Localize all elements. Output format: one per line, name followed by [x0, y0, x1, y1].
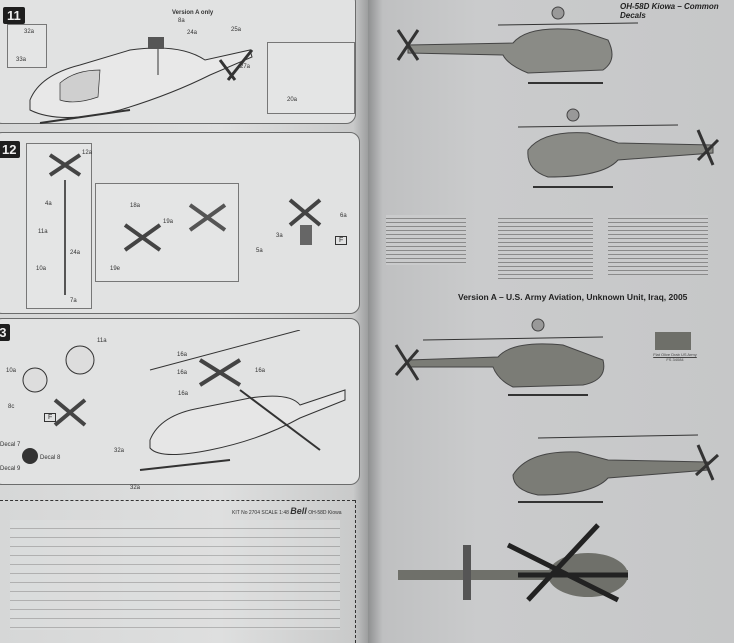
part-label: 12a: [82, 150, 93, 156]
kit-info: KIT No 2704 SCALE 1:48 Bell OH-58D Kiowa: [232, 506, 342, 516]
marker-f: F: [44, 413, 57, 422]
instruction-text-block: [498, 215, 593, 280]
part-label: 32a: [130, 485, 141, 491]
part-label: 16a: [177, 370, 188, 376]
helicopter-profile-side: [396, 6, 639, 84]
cut-line: [0, 500, 355, 501]
helicopter-drawing: [22, 330, 346, 471]
part-label: 8c: [8, 404, 15, 410]
kit-number: KIT No 2704: [232, 510, 260, 516]
part-label: 32a: [24, 29, 35, 35]
step-13-panel: [0, 318, 360, 485]
helicopter-drawing: [29, 37, 254, 124]
helicopter-profile-side: [394, 318, 605, 396]
rotor-inset: [26, 143, 92, 309]
part-label: 18a: [130, 203, 141, 209]
part-label: 24a: [70, 250, 81, 256]
part-label: 3a: [276, 233, 283, 239]
part-label: 19a: [163, 219, 174, 225]
part-label: 16a: [178, 391, 189, 397]
step-number: 12: [0, 141, 21, 158]
part-label: 10a: [6, 368, 17, 374]
decal-label: Decal 9: [0, 466, 21, 472]
paint-name: Flat Olive Drab US Army: [653, 352, 697, 357]
tail-inset: [267, 42, 355, 114]
part-label: 5a: [256, 248, 263, 254]
version-note: Version A only: [172, 10, 214, 16]
kit-model: OH-58D Kiowa: [308, 510, 342, 516]
part-label: 11a: [38, 229, 48, 235]
instruction-page: 11 32a 33a Version A only 8a 24a 25a 27a…: [0, 0, 368, 643]
part-label: 6a: [340, 213, 347, 219]
paint-code: FS 34084: [666, 357, 684, 362]
part-label: 20a: [287, 97, 298, 103]
helicopter-profile-side: [517, 108, 720, 188]
part-label: 11a: [97, 338, 107, 344]
marker-f: F: [335, 236, 348, 245]
brand-logo: Bell: [290, 506, 307, 516]
part-label: 32a: [114, 448, 125, 454]
helicopter-profile-side: [512, 434, 720, 503]
version-title: Version A – U.S. Army Aviation, Unknown …: [458, 292, 688, 302]
cut-line-vertical: [355, 500, 356, 643]
part-label: 24a: [187, 30, 198, 36]
part-label: 25a: [231, 27, 242, 33]
instruction-text-block: [386, 215, 466, 265]
decal-label: Decal 7: [0, 442, 21, 448]
step-number: 13: [0, 324, 11, 341]
part-label: 27a: [240, 64, 251, 70]
detail-inset: [7, 24, 47, 68]
paint-chip-legend: Flat Olive Drab US Army FS 34084: [640, 352, 710, 362]
helicopter-profile-top: [398, 523, 628, 603]
kit-scale: SCALE 1:48: [261, 510, 289, 516]
rotor-hub-drawing: [48, 153, 322, 295]
part-label: 8a: [178, 18, 185, 24]
paint-color-swatch: [655, 332, 691, 350]
decal-page-header: OH-58D Kiowa – Common Decals: [620, 2, 719, 20]
instruction-text-block: [608, 215, 708, 275]
part-label: 7a: [70, 298, 77, 304]
decal-label: Decal 8: [40, 455, 61, 461]
part-label: 16a: [177, 352, 188, 358]
rotor-hub-inset: [95, 183, 239, 282]
part-label: 16a: [255, 368, 266, 374]
part-label: 4a: [45, 201, 52, 207]
decal-page: OH-58D Kiowa – Common Decals Version A –…: [368, 0, 734, 643]
part-label: 19e: [110, 266, 121, 272]
step-number: 11: [3, 7, 25, 24]
part-label: 10a: [36, 266, 47, 272]
part-label: 33a: [16, 57, 27, 63]
order-form: [10, 520, 340, 630]
